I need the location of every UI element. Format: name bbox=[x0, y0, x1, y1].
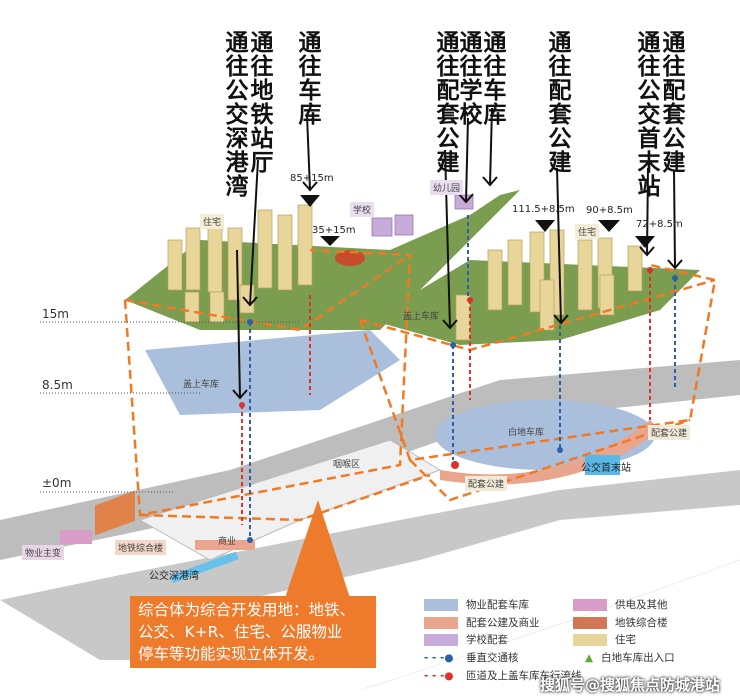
label-to-support-1: 通往配套公建 bbox=[432, 30, 458, 174]
watermark: 搜狐号@搜狐焦点防城港站 bbox=[540, 676, 721, 694]
metro-complex-building bbox=[95, 490, 135, 536]
residential-towers bbox=[167, 204, 643, 341]
label-to-support-2: 通往配套公建 bbox=[544, 30, 570, 174]
tag-support-building-2: 配套公建 bbox=[648, 425, 691, 440]
core-dots bbox=[247, 275, 678, 543]
label-to-metro-hall: 通往地铁站厅 bbox=[246, 30, 272, 174]
school-buildings bbox=[371, 194, 474, 237]
blue-dashed-line-icon: - - -● bbox=[424, 651, 454, 664]
callout-line: 停车等功能实现立体开发。 bbox=[138, 645, 325, 663]
legend-label: 地铁综合楼 bbox=[615, 617, 668, 629]
label-to-school: 通往学校 bbox=[455, 30, 481, 126]
green-triangle-icon: ▲ bbox=[585, 651, 594, 664]
vertical-cores bbox=[241, 215, 676, 540]
legend-swatch bbox=[573, 616, 607, 629]
red-dashed-line-icon: - - -● bbox=[424, 669, 454, 682]
label-to-garage-left: 通往车库 bbox=[294, 30, 320, 126]
legend-item: - - -● 匝道及上盖车库车行流线 bbox=[424, 668, 582, 683]
substation-building bbox=[60, 530, 92, 544]
label-to-support-3: 通往配套公建 bbox=[658, 30, 684, 174]
height-markers bbox=[300, 195, 655, 248]
level-0m: ±0m bbox=[42, 476, 72, 490]
legend-item: 供电及其他 bbox=[573, 597, 668, 612]
tag-deck-garage-left: 盖上车库 bbox=[183, 380, 220, 390]
ramp-dots bbox=[239, 267, 653, 469]
height-label: 85+15m bbox=[290, 173, 334, 184]
legend-item: 学校配套 bbox=[424, 632, 508, 647]
legend-item: 物业配套车库 bbox=[424, 597, 529, 612]
callout-line: 综合体为综合开发用地：地铁、 bbox=[138, 601, 356, 619]
tag-metro-complex: 地铁综合楼 bbox=[115, 540, 167, 555]
tag-support-building-1: 配套公建 bbox=[465, 476, 508, 491]
callout-pointer bbox=[285, 500, 350, 598]
legend-swatch bbox=[573, 633, 607, 646]
decorative-arc bbox=[359, 559, 740, 691]
tag-bus-bay: 公交深港湾 bbox=[149, 571, 199, 582]
legend-label: 配套公建及商业 bbox=[466, 617, 540, 629]
legend-label: 匝道及上盖车库车行流线 bbox=[466, 670, 582, 682]
level-lines bbox=[40, 321, 300, 493]
legend-item: 住宅 bbox=[573, 632, 636, 647]
legend-swatch bbox=[424, 598, 458, 611]
level-15m: 15m bbox=[42, 307, 69, 321]
callout-line: 公交、K+R、住宅、公服物业 bbox=[138, 623, 343, 641]
support-building-strip bbox=[440, 420, 660, 485]
legend-label: 白地车库出入口 bbox=[601, 652, 675, 664]
legend-label: 供电及其他 bbox=[615, 599, 668, 611]
commerce-block bbox=[195, 540, 255, 550]
tag-residential-left: 住宅 bbox=[200, 214, 225, 229]
legend-swatch bbox=[424, 616, 458, 629]
label-to-garage-right: 通往车库 bbox=[479, 30, 505, 126]
height-label: 90+8.5m bbox=[586, 205, 633, 216]
tag-throat-area: 咽喉区 bbox=[333, 460, 361, 470]
rail-yard bbox=[138, 439, 442, 561]
label-to-bus-terminal: 通往公交首末站 bbox=[633, 30, 659, 198]
legend-label: 住宅 bbox=[615, 634, 636, 646]
direction-arrows bbox=[232, 107, 683, 400]
tag-bus-terminal: 公交首末站 bbox=[581, 463, 631, 474]
legend-label: 物业配套车库 bbox=[466, 599, 529, 611]
legend-item: 配套公建及商业 bbox=[424, 615, 540, 630]
deck-garage-left-area bbox=[145, 330, 400, 415]
bus-bay-block bbox=[170, 551, 239, 584]
callout-box: 综合体为综合开发用地：地铁、 公交、K+R、住宅、公服物业 停车等功能实现立体开… bbox=[130, 596, 376, 668]
tag-kindergarten: 幼儿园 bbox=[430, 180, 464, 195]
legend-label: 学校配套 bbox=[466, 634, 508, 646]
level-8-5m: 8.5m bbox=[42, 378, 73, 392]
tag-substation: 物业主变 bbox=[22, 545, 65, 560]
legend-swatch bbox=[424, 633, 458, 646]
tag-ground-garage: 白地车库 bbox=[508, 428, 545, 438]
tag-school: 学校 bbox=[350, 202, 375, 217]
label-to-bus-bay: 通往公交深港湾 bbox=[221, 30, 247, 198]
bus-terminal-building bbox=[585, 455, 620, 475]
legend-item: 地铁综合楼 bbox=[573, 615, 668, 630]
legend-item: ▲ 白地车库出入口 bbox=[585, 650, 675, 665]
tag-residential-right: 住宅 bbox=[575, 224, 600, 239]
height-label: 72+8.5m bbox=[636, 219, 683, 230]
tag-deck-garage-right: 盖上车库 bbox=[403, 312, 440, 322]
legend-swatch bbox=[573, 598, 607, 611]
tag-commerce: 商业 bbox=[218, 537, 237, 547]
height-label: 35+15m bbox=[312, 225, 356, 236]
sports-track bbox=[335, 250, 365, 266]
legend-label: 垂直交通核 bbox=[466, 652, 519, 664]
height-label: 111.5+8.5m bbox=[512, 204, 575, 215]
legend-item: - - -● 垂直交通核 bbox=[424, 650, 519, 665]
